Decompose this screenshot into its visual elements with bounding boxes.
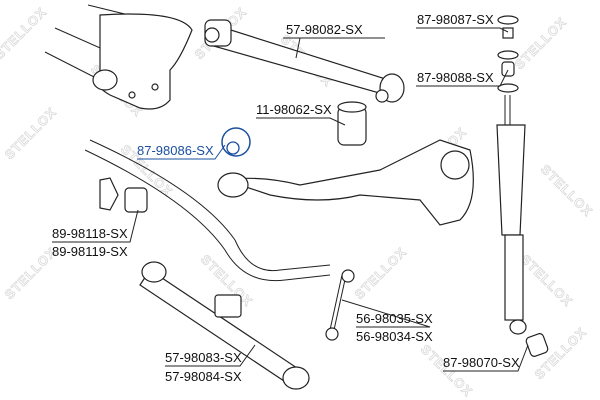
svg-text:STELLOX: STELLOX [538,162,596,220]
upper-control-arm [204,19,405,103]
label-stab-bush-1[interactable]: 89-98118-SX [52,226,128,241]
bump-stop [337,101,367,146]
label-lower-arm-1[interactable]: 57-98083-SX [165,350,242,365]
knuckle-and-trailing-arm [217,139,474,226]
label-lower-arm-2[interactable]: 57-98084-SX [165,369,242,384]
svg-text:STELLOX: STELLOX [512,14,570,72]
label-link-1[interactable]: 56-98035-SX [356,311,433,326]
subframe [44,4,193,110]
label-shock-top-2[interactable]: 87-98088-SX [417,70,494,85]
stabilizer-link [325,269,355,341]
svg-text:STELLOX: STELLOX [2,104,60,162]
stabilizer-bar [84,139,331,282]
shock-absorber [496,95,549,357]
svg-text:STELLOX: STELLOX [518,252,576,310]
label-upper-arm[interactable]: 57-98082-SX [286,22,363,37]
shock-mount-parts [497,15,519,93]
svg-text:STELLOX: STELLOX [0,4,49,62]
label-shock-bush[interactable]: 87-98070-SX [443,355,520,370]
label-bump-stop[interactable]: 11-98062-SX [256,102,332,117]
svg-text:STELLOX: STELLOX [418,342,476,400]
svg-text:STELLOX: STELLOX [352,244,410,302]
lower-control-arm [139,261,310,390]
svg-text:STELLOX: STELLOX [2,244,60,302]
label-link-2[interactable]: 56-98034-SX [356,329,433,344]
leader-lines [52,27,529,372]
label-stab-bush-2[interactable]: 89-98119-SX [52,244,128,259]
highlighted-bushing [221,127,251,157]
label-selected-bushing[interactable]: 87-98086-SX [137,143,214,158]
label-shock-top-1[interactable]: 87-98087-SX [417,12,494,27]
